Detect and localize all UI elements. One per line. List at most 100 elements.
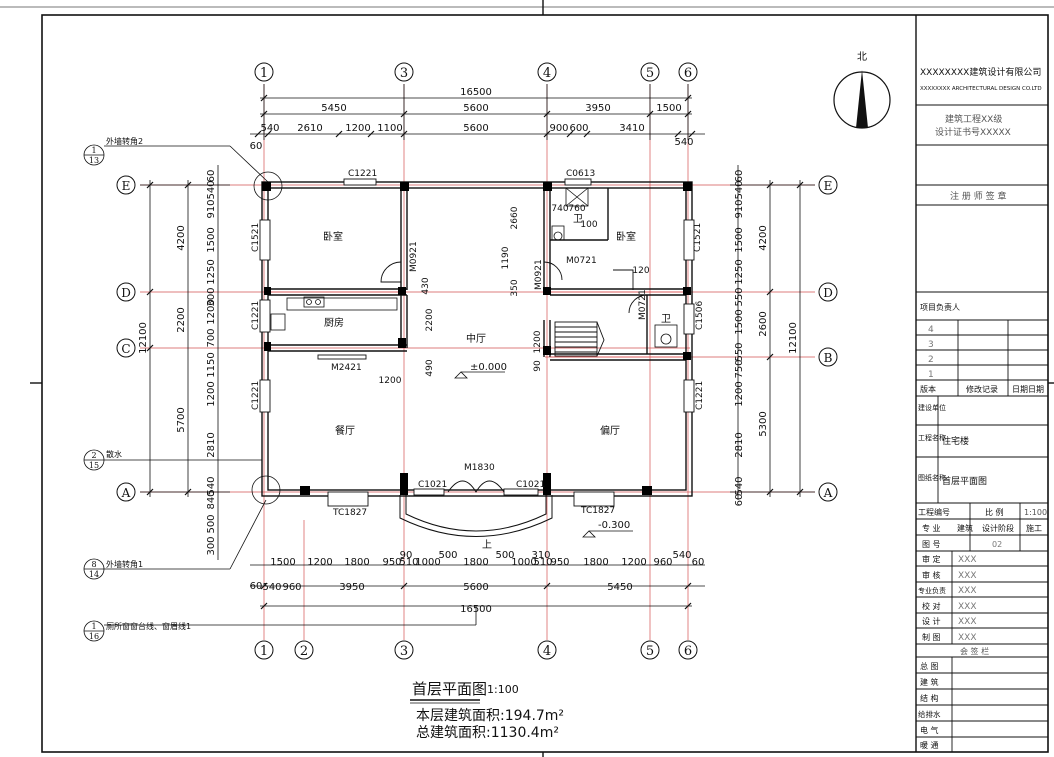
dim-inner-4: 430 <box>421 277 431 294</box>
dim-right-o2: 2600 <box>758 311 769 336</box>
dim-top-r2-2: 5600 <box>463 103 488 114</box>
axis-right-D: D <box>823 286 833 300</box>
axis-top-3: 3 <box>400 66 408 81</box>
area-floor: 本层建筑面积:194.7m² <box>416 708 564 724</box>
dim-top-r2-3: 3950 <box>585 103 610 114</box>
room-kitchen: 厨房 <box>324 316 344 329</box>
dim-bot-r2-2: 960 <box>282 582 301 593</box>
dim-bot-r1-1: 1500 <box>270 557 295 568</box>
dim-top-r3-8: 3410 <box>619 123 644 134</box>
dim-bot-r1-5: 510 <box>399 557 418 568</box>
dim-left-i12: 540 <box>206 476 217 495</box>
dim-bot-r1-15: 960 <box>653 557 672 568</box>
axis-bottom-4: 4 <box>543 644 551 659</box>
room-hall: 中厅 <box>466 332 486 345</box>
axis-bottom-5: 5 <box>646 644 654 659</box>
dim-inner-5: 2200 <box>425 308 435 331</box>
axis-bottom-2: 2 <box>300 644 308 659</box>
tb-phase-value: 施工 <box>1026 523 1042 533</box>
axis-top-5: 5 <box>646 66 654 81</box>
dim-top-r3-7: 600 <box>569 123 588 134</box>
title-block <box>915 15 1048 752</box>
axis-left-C: C <box>121 342 130 356</box>
tb-certificate: 设计证书号XXXXX <box>935 126 1011 138</box>
dim-inner-12: 120 <box>632 266 649 276</box>
dim-inner-7: 1200 <box>533 330 543 353</box>
tb-seal: 注 册 师 签 章 <box>950 190 1006 202</box>
dim-left-i5: 1250 <box>206 259 217 284</box>
north-arrow: 北 <box>833 51 891 129</box>
bath-fixtures <box>551 187 678 348</box>
tb-drawing-name: 首层平面图 <box>942 475 987 487</box>
dim-bot-r1-8: 1800 <box>463 557 488 568</box>
tb-discipline-value: 建筑 <box>957 523 973 533</box>
axis-top-4: 4 <box>543 66 551 81</box>
axis-bubbles-bottom <box>254 640 698 660</box>
win-c1221-left-k: C1221 <box>251 301 261 330</box>
win-c1221-right: C1221 <box>695 381 705 410</box>
tb-drawing-label: 图纸名称 <box>918 473 946 482</box>
door-m0921-b: M0921 <box>534 259 544 290</box>
tb-sheet-label: 图 号 <box>922 540 941 549</box>
axis-bottom-6: 6 <box>684 644 692 659</box>
tb-client-label: 建设单位 <box>918 403 946 412</box>
detail-callouts <box>83 144 477 642</box>
tb-rev-3: 3 <box>928 340 934 350</box>
dim-right-i11: 2810 <box>734 432 745 457</box>
detail-3-sheet: 14 <box>89 570 99 579</box>
dim-bot-r1-9: 500 <box>495 550 514 561</box>
dim-bot-r2-1: 540 <box>262 582 281 593</box>
tb-signoff-2-name: XXX <box>958 571 977 581</box>
tb-cs-4: 给排水 <box>918 709 941 719</box>
dim-left-i1: 60 <box>206 170 217 183</box>
plan-title: 首层平面图 <box>412 680 487 698</box>
win-c1506: C1506 <box>695 301 705 330</box>
axis-right-A: A <box>823 486 833 500</box>
dim-right-i1: 60 <box>734 170 745 183</box>
dim-right-i4: 1500 <box>734 227 745 252</box>
detail-2-text: 散水 <box>106 449 122 459</box>
stair-up: 上 <box>482 539 492 551</box>
columns <box>262 182 692 495</box>
axis-left-A: A <box>121 486 131 500</box>
axis-top-6: 6 <box>684 66 692 81</box>
dim-inner-8: 90 <box>533 360 543 372</box>
tb-rev-h2: 修改记录 <box>966 384 998 394</box>
tb-project-name: 住宅楼 <box>942 435 969 447</box>
doors <box>380 261 648 493</box>
dim-inner-13: 1200 <box>379 376 402 386</box>
dim-top-r3-2: 2610 <box>297 123 322 134</box>
room-bedroom-2: 卧室 <box>616 230 636 243</box>
win-c1021-a: C1021 <box>418 480 447 490</box>
tb-job-label: 工程编号 <box>918 507 950 517</box>
dim-right-i7: 1500 <box>734 309 745 334</box>
dim-left-o1: 4200 <box>176 225 187 250</box>
win-c1021-b: C1021 <box>516 480 545 490</box>
detail-2-sheet: 15 <box>89 461 99 470</box>
dim-left-i8: 700 <box>206 328 217 347</box>
dim-inner-9: 740 <box>551 204 568 214</box>
dim-bot-r1-18: 90 <box>400 550 413 561</box>
dim-bot-60: 60 <box>250 581 263 592</box>
walls <box>261 181 693 497</box>
axis-right-B: B <box>824 351 833 365</box>
detail-1-sheet: 13 <box>89 156 99 165</box>
tb-cs-1: 总 图 <box>920 661 939 671</box>
dim-right-total: 12100 <box>788 322 799 354</box>
dim-right-i6: 550 <box>734 287 745 306</box>
tb-signoff-2-role: 审 核 <box>922 570 941 580</box>
detail-2-num: 2 <box>91 451 96 460</box>
win-tc1827-b: TC1827 <box>580 506 615 516</box>
dim-top-r3-6: 900 <box>549 123 568 134</box>
dim-bot-r1-14: 1200 <box>621 557 646 568</box>
tb-signoff-6-role: 制 图 <box>922 632 941 642</box>
dim-bot-r1-16: 540 <box>672 550 691 561</box>
plan-scale: 1:100 <box>487 683 519 696</box>
dimension-lines <box>140 84 815 607</box>
level-floor: ±0.000 <box>470 362 507 373</box>
tb-signoff-4-name: XXX <box>958 602 977 612</box>
tb-project-label: 工程名称 <box>918 433 946 442</box>
axis-bottom-3: 3 <box>400 644 408 659</box>
level-outside: -0.300 <box>598 520 630 531</box>
